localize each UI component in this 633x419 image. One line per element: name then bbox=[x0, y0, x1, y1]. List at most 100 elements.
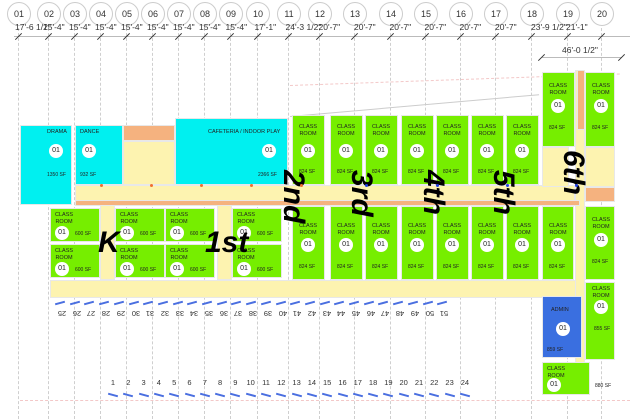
parking-stall-number[interactable]: 18 bbox=[368, 378, 378, 387]
parking-stall-number[interactable]: 26 bbox=[72, 309, 81, 318]
parking-stall-number[interactable]: 5 bbox=[172, 378, 177, 387]
parking-stall-number[interactable]: 12 bbox=[277, 378, 286, 387]
parking-stall-marker bbox=[54, 300, 66, 306]
parking-stall-marker bbox=[444, 392, 455, 398]
grid-bubble: 04 bbox=[89, 2, 113, 26]
parking-stall-number[interactable]: 43 bbox=[322, 309, 331, 318]
parking-stall-number[interactable]: 35 bbox=[204, 309, 214, 318]
parking-stall-number[interactable]: 46 bbox=[366, 309, 375, 318]
parking-stall-number[interactable]: 42 bbox=[307, 309, 317, 318]
parking-stall-number[interactable]: 40 bbox=[278, 309, 287, 318]
parking-stall-number[interactable]: 48 bbox=[395, 309, 405, 318]
parking-stall-number[interactable]: 33 bbox=[175, 309, 184, 318]
parking-stall-number[interactable]: 41 bbox=[293, 309, 302, 318]
parking-stall-number[interactable]: 36 bbox=[219, 309, 228, 318]
parking-stall-number[interactable]: 30 bbox=[131, 309, 140, 318]
parking-stall-number[interactable]: 8 bbox=[218, 378, 223, 387]
parking-stall-number[interactable]: 47 bbox=[381, 309, 390, 318]
parking-stall-number[interactable]: 49 bbox=[410, 309, 419, 318]
grid-line bbox=[48, 28, 49, 419]
parking-stall-marker bbox=[153, 392, 164, 398]
parking-stall-number[interactable]: 15 bbox=[323, 378, 332, 387]
room-name: CLASS ROOM bbox=[547, 366, 566, 379]
room-name: CLASS ROOM bbox=[592, 83, 611, 96]
parking-stall-number[interactable]: 13 bbox=[292, 378, 301, 387]
parking-stall-number[interactable]: 6 bbox=[187, 378, 192, 387]
parking-stall-number[interactable]: 21 bbox=[414, 378, 424, 387]
parking-stall-number[interactable]: 4 bbox=[156, 378, 161, 387]
parking-stall-number[interactable]: 1 bbox=[110, 378, 116, 387]
room-number: 01 bbox=[301, 238, 315, 252]
parking-stall-number[interactable]: 29 bbox=[116, 309, 125, 318]
parking-stall-number[interactable]: 3 bbox=[141, 378, 146, 387]
parking-stall-number[interactable]: 28 bbox=[101, 309, 111, 318]
parking-stall-number[interactable]: 10 bbox=[246, 378, 255, 387]
dimension-label: 15'-4" bbox=[225, 22, 248, 32]
parking-stall-number[interactable]: 2 bbox=[126, 378, 131, 387]
grid-line bbox=[288, 28, 289, 419]
parking-stall-number[interactable]: 22 bbox=[430, 378, 439, 387]
parking-stall-number[interactable]: 34 bbox=[190, 309, 199, 318]
parking-stall-marker bbox=[276, 392, 287, 398]
parking-stall-number[interactable]: 37 bbox=[234, 309, 243, 318]
room-area: 824 SF bbox=[513, 169, 530, 175]
room-number: 01 bbox=[374, 144, 388, 158]
parking-stall-number[interactable]: 50 bbox=[425, 309, 434, 318]
room-number: 01 bbox=[445, 144, 459, 158]
parking-stall-number[interactable]: 14 bbox=[307, 378, 317, 387]
parking-stall-number[interactable]: 23 bbox=[445, 378, 454, 387]
room-number: 01 bbox=[170, 226, 184, 240]
parking-stall-number[interactable]: 39 bbox=[263, 309, 272, 318]
parking-stall-number[interactable]: 7 bbox=[202, 378, 207, 387]
parking-stall-number[interactable]: 19 bbox=[384, 378, 393, 387]
parking-stall-number[interactable]: 45 bbox=[351, 309, 361, 318]
dimension-label: 20'-7" bbox=[495, 22, 517, 32]
parking-stall-number[interactable]: 16 bbox=[338, 378, 347, 387]
parking-stall-number[interactable]: 27 bbox=[87, 309, 96, 318]
dimension-label: 20'-7" bbox=[459, 22, 482, 32]
parking-stall-number[interactable]: 11 bbox=[262, 378, 270, 387]
parking-stall-number[interactable]: 17 bbox=[353, 378, 362, 387]
parking-stall-number[interactable]: 31 bbox=[146, 309, 155, 318]
parking-stall-number[interactable]: 24 bbox=[460, 378, 470, 387]
parking-stall-number[interactable]: 9 bbox=[233, 378, 238, 387]
parking-stall-number[interactable]: 51 bbox=[440, 309, 449, 318]
parking-stall-number[interactable]: 44 bbox=[337, 309, 346, 318]
parking-stall-number[interactable]: 32 bbox=[160, 309, 170, 318]
parking-stall-number[interactable]: 38 bbox=[248, 309, 258, 318]
parking-stall-number[interactable]: 20 bbox=[399, 378, 408, 387]
parking-stall-number[interactable]: 25 bbox=[57, 309, 67, 318]
